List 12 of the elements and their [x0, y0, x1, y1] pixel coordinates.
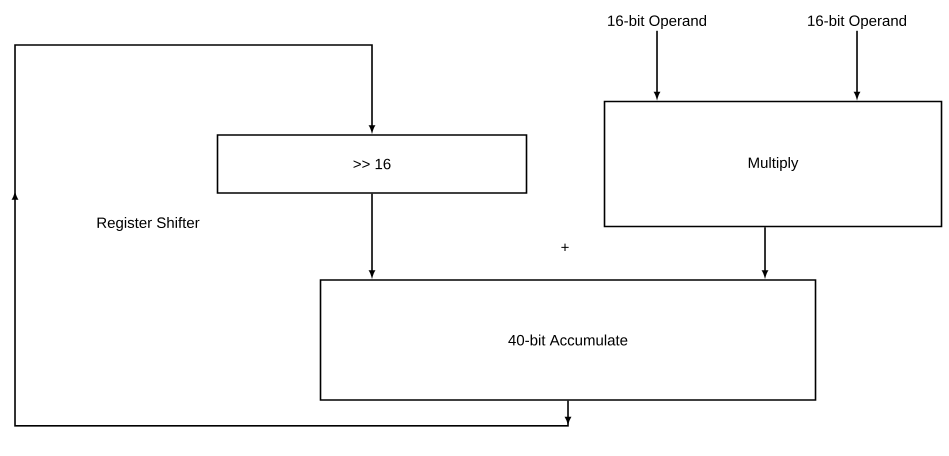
operator-symbol: +: [561, 244, 569, 252]
arrow: [654, 30, 660, 98]
block-label: Register Shifter: [98, 217, 200, 231]
process-box: Multiply: [604, 100, 942, 228]
input-label: 16-bit Operand: [808, 15, 906, 29]
arrow: [762, 227, 768, 277]
feedback-arrow: [12, 44, 571, 427]
arrow: [854, 30, 860, 98]
process-box: 40-bit Accumulate: [320, 279, 816, 401]
input-label: 16-bit Operand: [608, 15, 706, 29]
process-box: >> 16: [216, 134, 528, 194]
arrow: [369, 194, 375, 277]
